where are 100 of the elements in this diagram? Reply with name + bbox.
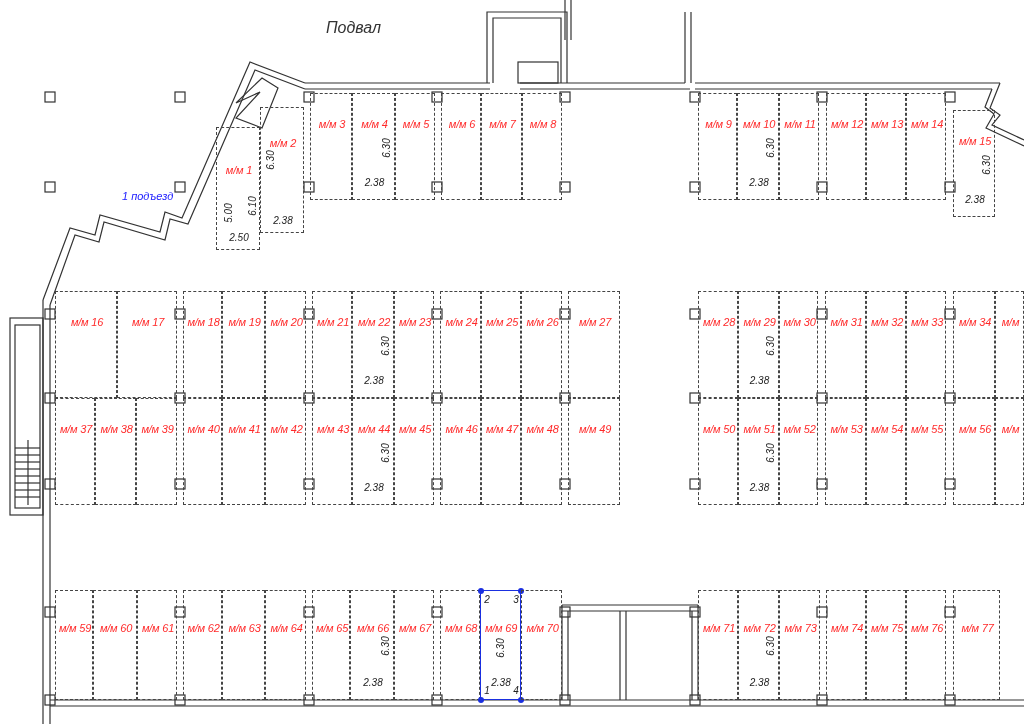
parking-space [825,291,866,398]
space-number: м/м 46 [445,423,478,435]
corner-number: 2 [484,595,490,605]
parking-space [521,398,562,505]
dimension-value: 6.30 [266,150,276,170]
space-number: м/м 76 [910,622,944,634]
dimension-value: 2.38 [749,376,770,386]
corner-number: 4 [513,686,519,696]
parking-space [738,291,779,398]
dimension-value: 2.38 [364,483,384,493]
dimension-value: 2.38 [749,678,770,688]
dimension-value: 6.30 [982,154,992,175]
dimension-value: 6.30 [766,636,776,656]
parking-space [312,291,352,398]
space-number: м/м 11 [784,118,816,130]
space-number: м/м 43 [316,423,350,435]
space-number: м/м 7 [489,118,516,130]
space-number: м/м 29 [743,316,776,328]
parking-space [352,398,394,505]
parking-space [953,110,995,217]
space-number: м/м 52 [783,423,816,435]
space-number: м/м 14 [910,118,944,130]
space-number: м/м 20 [270,316,303,328]
parking-space [568,398,620,505]
parking-space [350,590,394,700]
space-number: м/м 64 [270,622,303,634]
parking-space [698,291,738,398]
space-number: м/м 24 [445,316,478,328]
space-number: м/м 33 [910,316,944,328]
space-number: м/м 31 [830,316,863,328]
dimension-value: 6.10 [248,196,258,216]
entrance-label: 1 подъезд [122,191,174,202]
parking-space [183,590,222,700]
dimension-value: 2.38 [363,678,383,688]
parking-space [522,93,562,200]
parking-space [906,291,946,398]
parking-space [395,93,435,200]
space-number: м/м 61 [141,622,175,634]
parking-space [953,291,995,398]
parking-space [953,590,1000,700]
parking-space [481,398,521,505]
dimension-value: 6.30 [381,636,391,656]
parking-space [183,291,222,398]
dimension-value: 2.50 [229,233,249,243]
parking-space [698,398,738,505]
space-number: м/м 12 [830,118,864,130]
parking-space [352,93,395,200]
parking-space [866,398,906,505]
space-number: м/м 77 [961,622,994,634]
space-number: м/м 66 [356,622,390,634]
space-number: м/м 73 [784,622,817,634]
parking-space [825,398,866,505]
space-number: м/м [1001,316,1020,328]
space-number: м/м 13 [870,118,904,130]
dimension-value: 6.30 [766,442,776,463]
parking-space [826,590,866,700]
parking-space [394,291,434,398]
space-number: м/м 19 [228,316,261,328]
space-number: м/м 25 [485,316,519,328]
parking-space [312,590,350,700]
space-number: м/м 32 [870,316,904,328]
space-number: м/м 65 [315,622,349,634]
space-number: м/м 38 [100,423,133,435]
space-number: м/м 69 [484,622,518,634]
parking-space [441,93,481,200]
parking-space [265,590,306,700]
space-number: м/м 68 [444,622,478,634]
parking-space [352,291,394,398]
parking-space [521,590,562,700]
parking-space [953,398,995,505]
space-number: м/м [1001,423,1020,435]
dimension-value: 6.30 [496,638,506,658]
selected-parking-space [480,590,521,700]
parking-space [866,93,906,200]
parking-space [183,398,222,505]
dimension-value: 6.30 [381,442,391,463]
space-number: м/м 42 [270,423,303,435]
space-number: м/м 2 [269,137,297,149]
space-number: м/м 41 [228,423,261,435]
parking-space [906,398,946,505]
parking-space [312,398,352,505]
parking-space [440,398,481,505]
space-number: м/м 44 [357,423,391,435]
dimension-value: 6.30 [766,137,776,158]
parking-space [779,398,818,505]
space-number: м/м 23 [398,316,432,328]
space-number: м/м 71 [702,622,736,634]
space-number: м/м 75 [870,622,904,634]
parking-space [95,398,136,505]
space-number: м/м 21 [316,316,350,328]
space-number: м/м 34 [958,316,992,328]
parking-space [866,291,906,398]
parking-space [260,107,304,233]
parking-space [222,291,265,398]
parking-space [906,590,946,700]
space-number: м/м 51 [743,423,776,435]
space-number: м/м 9 [705,118,732,130]
space-number: м/м 50 [702,423,736,435]
space-number: м/м 72 [743,622,776,634]
space-number: м/м 70 [526,622,559,634]
